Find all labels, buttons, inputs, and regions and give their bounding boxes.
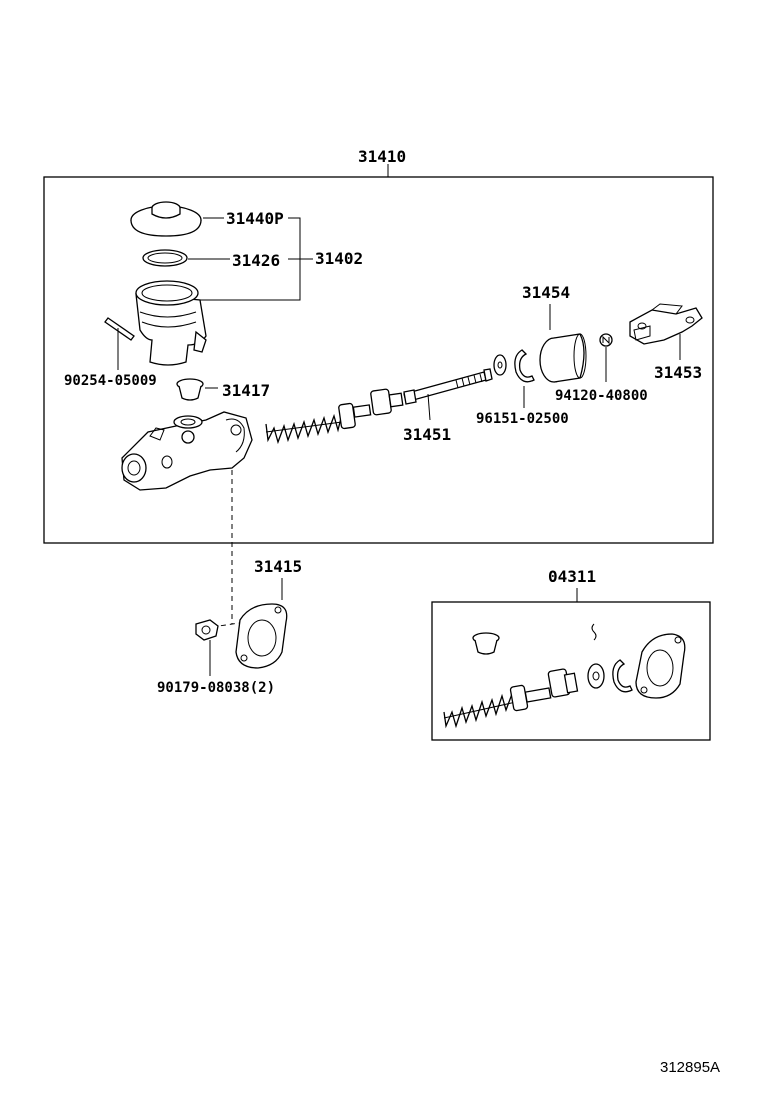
assembly-nut [195, 619, 219, 641]
label-reservoir-group: 31402 [315, 249, 363, 268]
nut [599, 333, 613, 347]
kit-nut [591, 623, 597, 641]
diagram-ref: 312895A [660, 1059, 720, 1076]
clevis [629, 303, 703, 345]
gasket [235, 603, 288, 669]
label-clevis: 31453 [654, 363, 702, 382]
label-push-rod: 31451 [403, 425, 451, 444]
label-assembly: 31410 [358, 147, 406, 166]
label-clip: 96151-02500 [476, 411, 569, 427]
assembly-box [43, 176, 714, 544]
cap-gasket [142, 249, 188, 267]
label-gasket: 31415 [254, 557, 302, 576]
label-kit: 04311 [548, 567, 596, 586]
master-cylinder-body [121, 411, 253, 491]
kit-box [431, 601, 711, 741]
boot [539, 333, 587, 383]
reservoir [135, 280, 207, 366]
kit-spring [443, 691, 517, 729]
piston [338, 388, 404, 430]
label-boot: 31454 [522, 283, 570, 302]
piston-spring [265, 413, 343, 445]
clip [514, 349, 535, 383]
reservoir-cap [130, 201, 202, 237]
pin [104, 317, 135, 341]
push-rod [403, 368, 493, 405]
kit-clip [612, 659, 633, 693]
label-nut: 94120-40800 [555, 388, 648, 404]
label-pin: 90254-05009 [64, 373, 157, 389]
grommet [176, 378, 204, 401]
kit-gasket [635, 633, 686, 699]
label-assembly-nut: 90179-08038(2) [157, 680, 275, 696]
label-grommet: 31417 [222, 381, 270, 400]
label-cap-gasket: 31426 [232, 251, 280, 270]
kit-washer [587, 663, 605, 689]
label-cap: 31440P [226, 209, 284, 228]
washer [493, 354, 507, 376]
kit-piston [509, 668, 579, 712]
kit-grommet [472, 632, 500, 655]
